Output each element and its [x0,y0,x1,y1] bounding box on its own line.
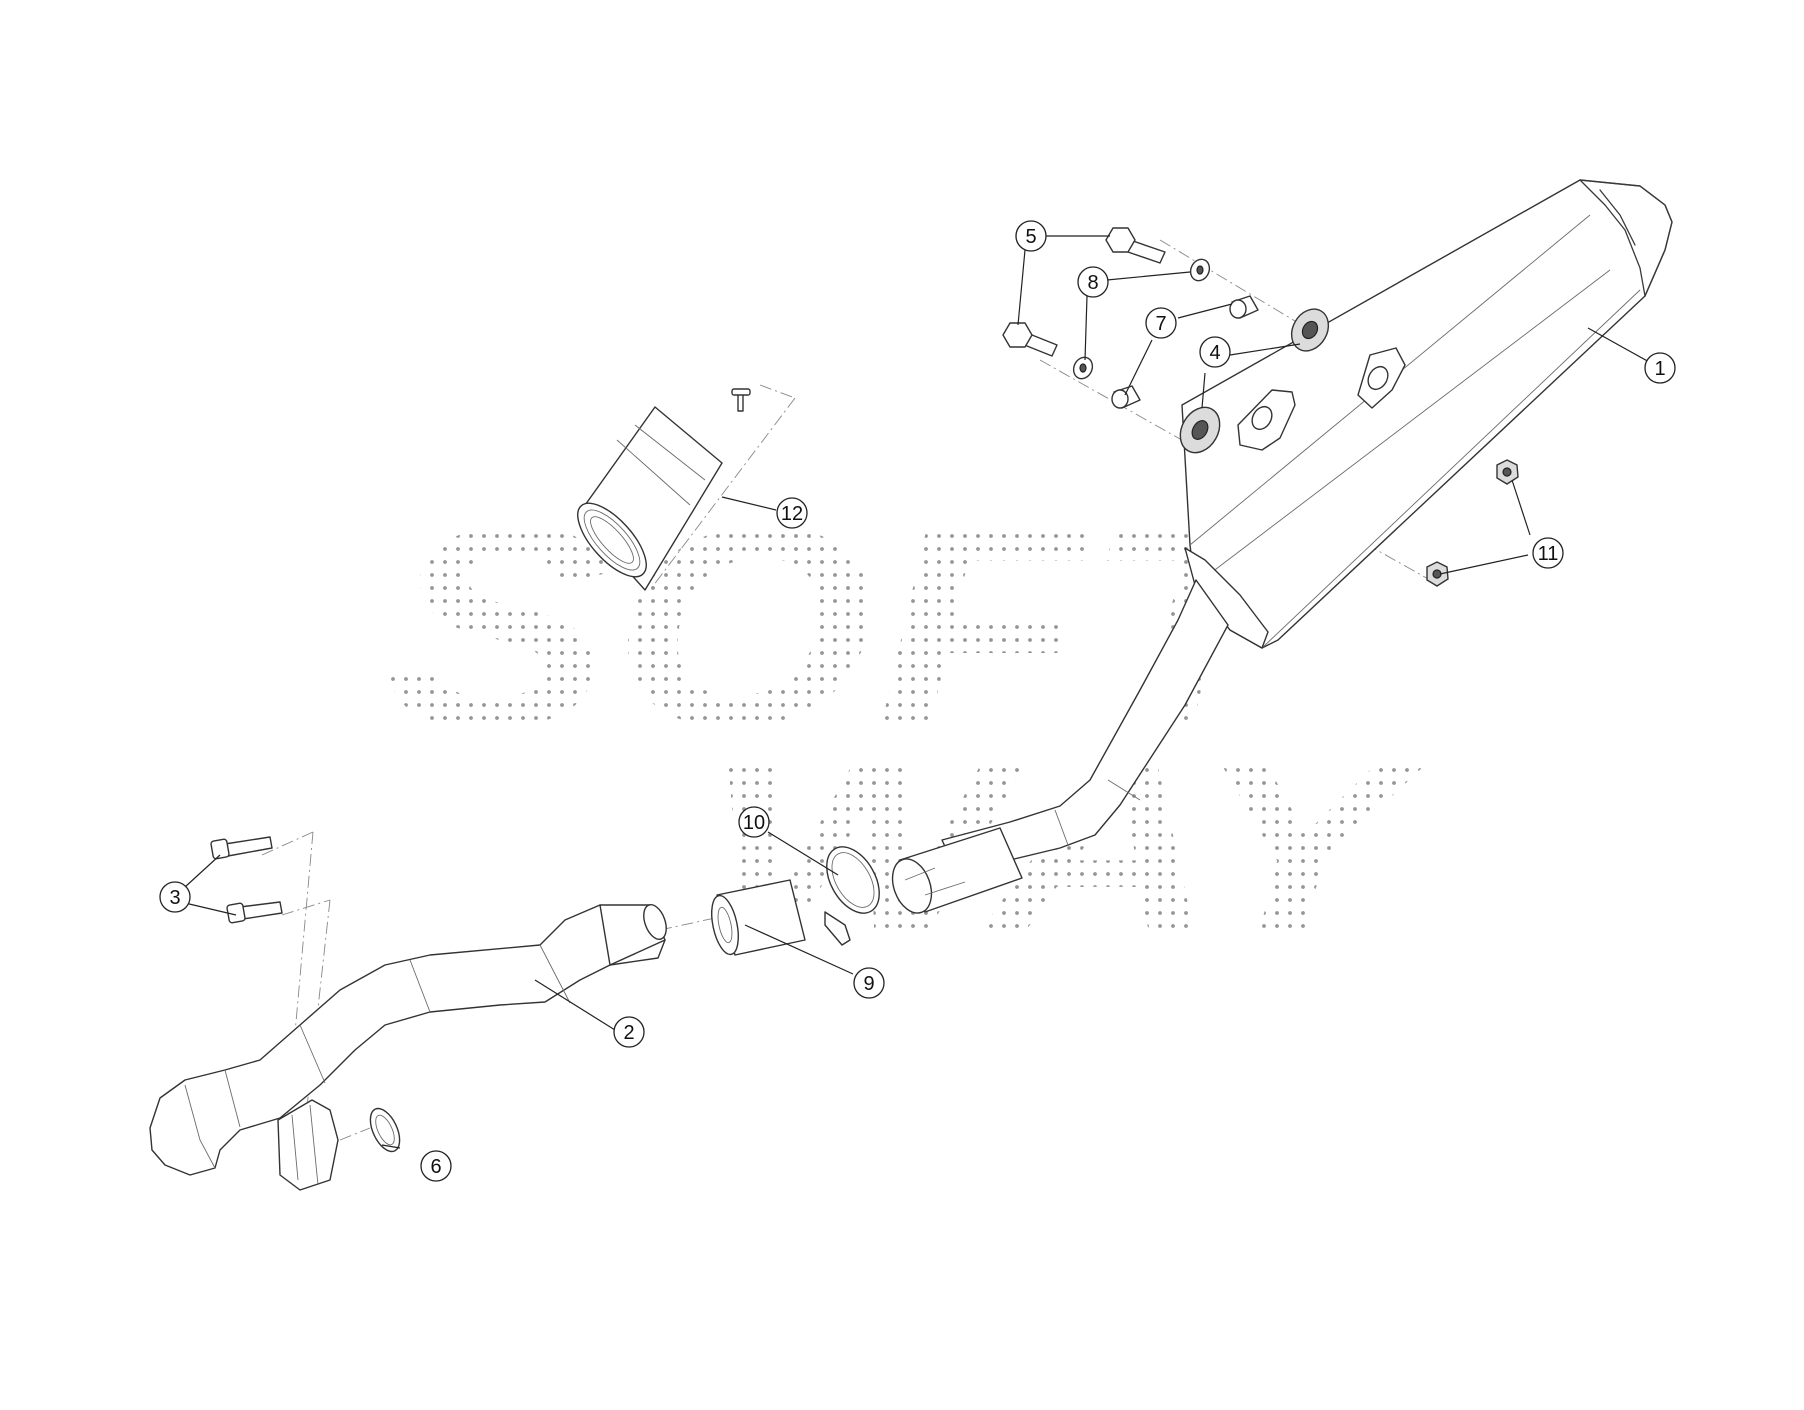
exhaust-gasket [369,1107,401,1153]
mounting-bolt-lower [1002,322,1058,357]
callout-11-label: 11 [1538,543,1559,565]
callout-5: 5 [1015,220,1047,252]
callout-8-label: 8 [1087,272,1098,294]
callout-12-label: 12 [781,503,803,525]
callout-7: 7 [1145,307,1177,339]
header-bolt-lower [226,901,283,924]
callout-12: 12 [776,497,808,529]
rivet [731,388,751,412]
header-bolt-upper [210,836,273,860]
connecting-sleeve [711,879,806,956]
callout-4: 4 [1199,336,1231,368]
mid-pipe [891,579,1229,914]
callout-10: 10 [738,806,770,838]
callout-6-label: 6 [430,1156,441,1178]
callout-5-label: 5 [1025,226,1036,248]
callout-4-label: 4 [1209,342,1220,364]
rubber-grommets [1179,308,1330,454]
callout-1: 1 [1644,352,1676,384]
callout-1-label: 1 [1654,358,1665,380]
callout-2-label: 2 [623,1022,634,1044]
callout-3: 3 [159,881,191,913]
callout-3-label: 3 [169,887,180,909]
callout-9-label: 9 [863,973,874,995]
leader-lines [184,235,1661,1149]
callout-7-label: 7 [1155,313,1166,335]
callout-2: 2 [613,1016,645,1048]
mounting-bolt-upper [1105,227,1166,264]
nuts [1426,459,1519,587]
header-bolts [210,836,283,924]
mounting-bolts [1002,227,1166,357]
hose-clamp [824,846,880,946]
end-cap-and-rivet [577,388,751,591]
callout-8: 8 [1077,266,1109,298]
spacer-bushings [1111,295,1259,409]
callout-11: 11 [1532,537,1564,569]
callout-10-label: 10 [743,812,765,834]
callout-6: 6 [420,1150,452,1182]
washers [1072,258,1211,380]
muffler [1181,179,1673,649]
callout-9: 9 [853,967,885,999]
header-pipe [149,904,667,1191]
